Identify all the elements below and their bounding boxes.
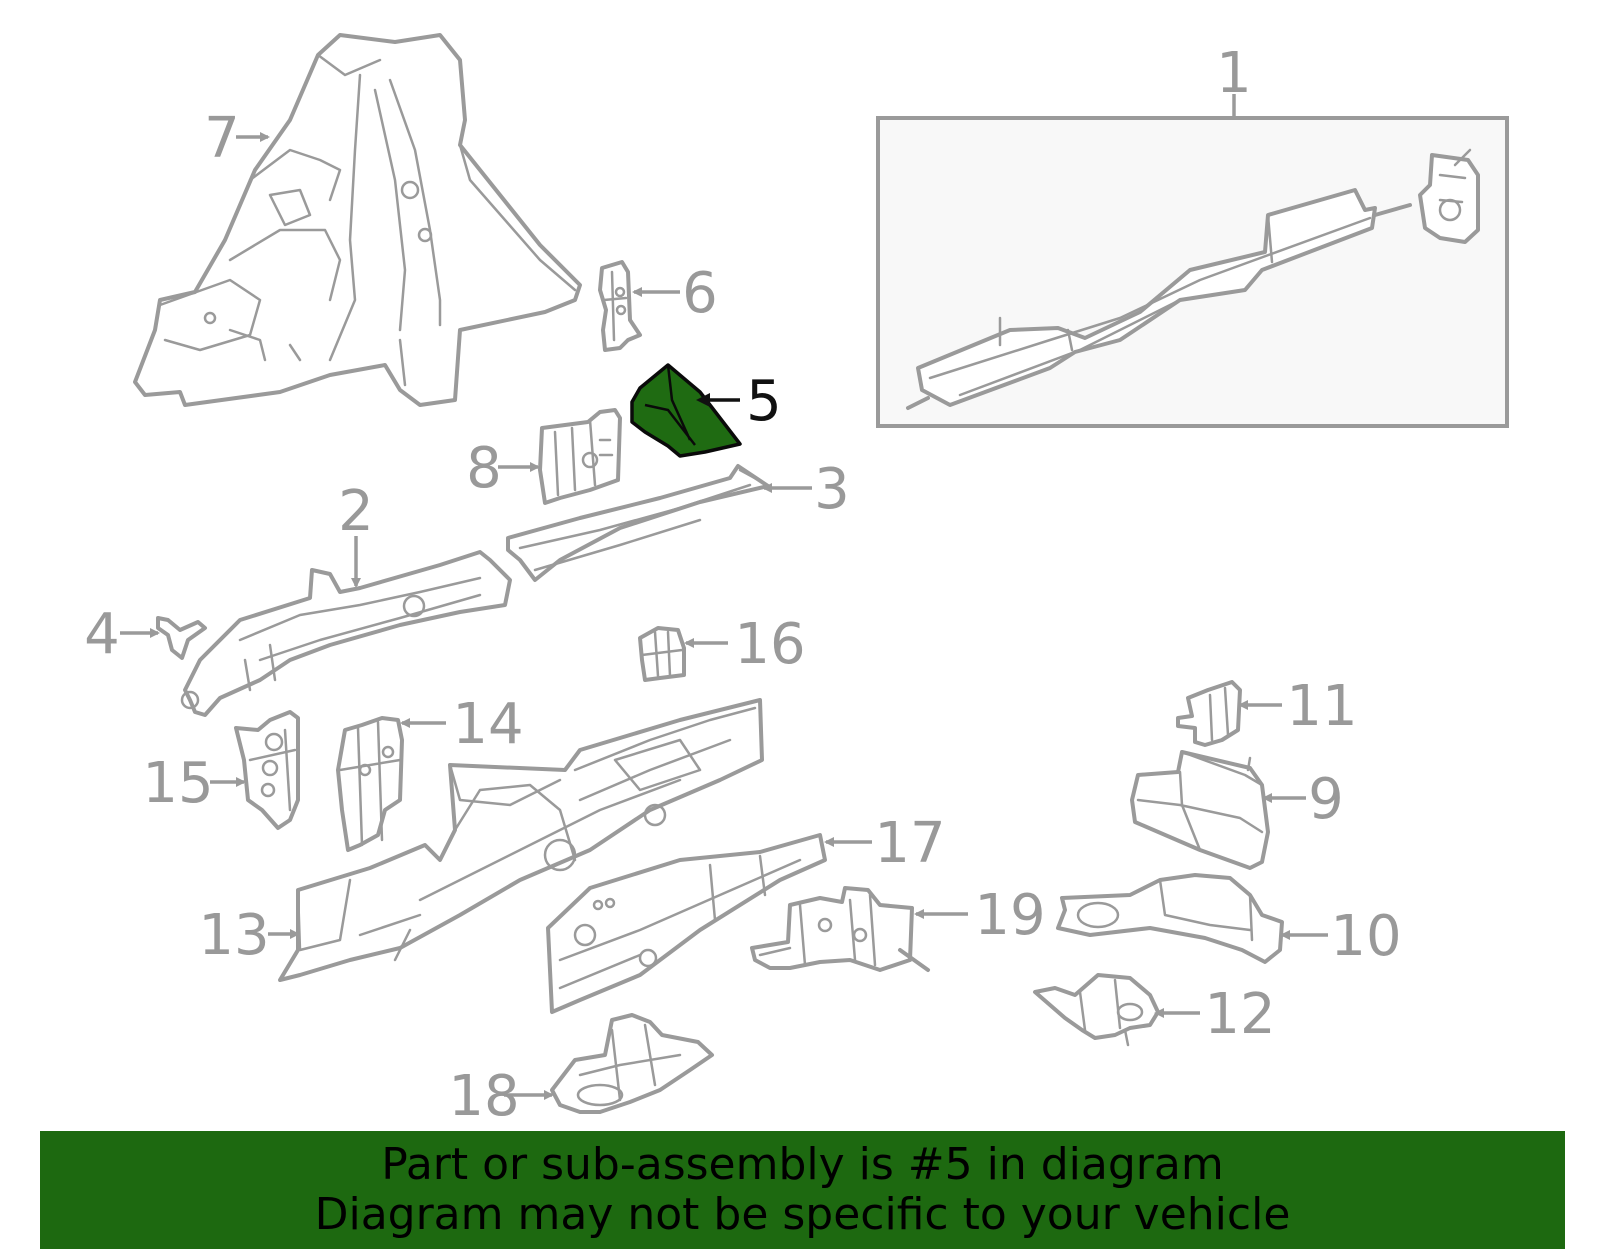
callout-1[interactable]: 1	[1216, 41, 1252, 106]
part-13-front-rail[interactable]	[278, 698, 764, 982]
part-19-mount-bracket[interactable]	[750, 886, 930, 972]
callout-7[interactable]: 7	[204, 106, 240, 171]
footer-line-1: Part or sub-assembly is #5 in diagram	[381, 1139, 1224, 1190]
part-3-rail[interactable]	[506, 464, 770, 582]
callout-11[interactable]: 11	[1286, 674, 1357, 739]
callout-17[interactable]: 17	[874, 811, 945, 876]
callout-15[interactable]: 15	[142, 751, 213, 816]
part-9-box-bracket[interactable]	[1130, 750, 1270, 870]
part-14-bracket[interactable]	[336, 716, 404, 852]
part-18-lower-bracket[interactable]	[550, 1013, 714, 1114]
footer-line-2: Diagram may not be specific to your vehi…	[314, 1189, 1291, 1240]
part-4-clip[interactable]	[156, 616, 207, 660]
part-6-bracket[interactable]	[598, 260, 642, 352]
part-17-rail-extension[interactable]	[546, 833, 827, 1014]
callout-18[interactable]: 18	[448, 1064, 519, 1129]
callout-6[interactable]: 6	[682, 261, 718, 326]
part-7-inner-fender[interactable]	[133, 33, 582, 407]
part-10-apron-plate[interactable]	[1056, 873, 1284, 964]
callout-4[interactable]: 4	[84, 602, 120, 667]
callout-19[interactable]: 19	[974, 883, 1045, 948]
callout-5[interactable]: 5	[746, 369, 782, 434]
callout-12[interactable]: 12	[1204, 982, 1275, 1047]
footer-banner: Part or sub-assembly is #5 in diagram Di…	[40, 1131, 1565, 1249]
part-12-small-mount[interactable]	[1033, 973, 1160, 1047]
callout-10[interactable]: 10	[1330, 904, 1401, 969]
callout-8[interactable]: 8	[466, 436, 502, 501]
part-8-bracket[interactable]	[538, 408, 622, 505]
leader-5-arrowhead	[696, 393, 710, 407]
callout-16[interactable]: 16	[734, 612, 805, 677]
callout-3[interactable]: 3	[814, 457, 850, 522]
part-2-rail-section[interactable]	[180, 550, 512, 717]
part-1-assembly[interactable]	[876, 116, 1509, 428]
callout-13[interactable]: 13	[198, 903, 269, 968]
callout-2[interactable]: 2	[338, 479, 374, 544]
part-15-plate[interactable]	[234, 710, 300, 830]
part-16-bracket[interactable]	[638, 626, 686, 682]
part-11-bracket[interactable]	[1176, 680, 1242, 747]
part-5-highlighted[interactable]	[630, 363, 742, 458]
callout-9[interactable]: 9	[1308, 767, 1344, 832]
callout-14[interactable]: 14	[452, 692, 523, 757]
